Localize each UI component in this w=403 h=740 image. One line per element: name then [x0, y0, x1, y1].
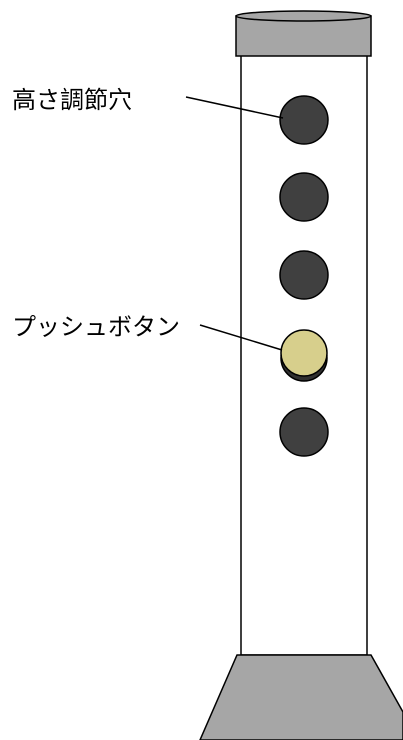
- label-push-button: プッシュボタン: [12, 313, 180, 341]
- height-adjust-hole: [279, 95, 329, 145]
- leader-line-height-hole: [185, 96, 284, 119]
- height-adjust-hole: [279, 250, 329, 300]
- leader-line-push-button: [199, 324, 283, 351]
- pole-top-cap: [235, 10, 372, 57]
- push-button-cap: [280, 329, 328, 377]
- height-adjust-hole: [279, 407, 329, 457]
- height-adjust-hole: [279, 172, 329, 222]
- label-height-adjust-hole: 高さ調節穴: [12, 86, 132, 114]
- pole-base: [199, 654, 403, 740]
- push-button: [280, 329, 328, 382]
